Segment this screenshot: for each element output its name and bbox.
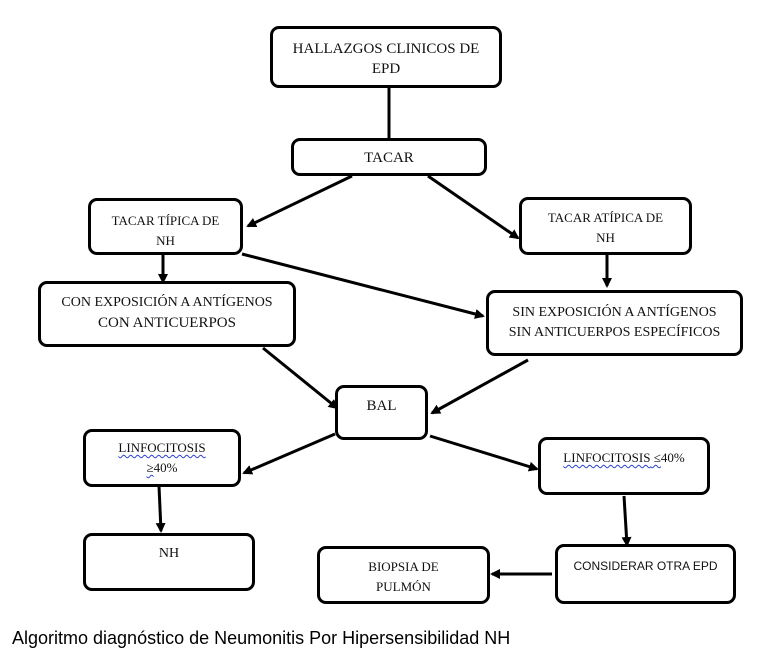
node-tacar-atipica: TACAR ATÍPICA DE NH bbox=[519, 197, 692, 255]
edge-tipica-sin-exp bbox=[241, 252, 485, 319]
edge-tacar-atipica bbox=[427, 174, 520, 240]
linfo-text: LINFOCITOSIS bbox=[563, 450, 651, 465]
percent-value: 40% bbox=[660, 450, 685, 465]
node-tacar: TACAR bbox=[291, 138, 487, 176]
node-label: NH bbox=[156, 233, 175, 248]
le-symbol: ≤ bbox=[650, 450, 661, 465]
node-label: NH bbox=[596, 230, 615, 245]
node-linfocitosis-le-40: LINFOCITOSIS ≤40% bbox=[538, 437, 710, 495]
percent-value: 40% bbox=[153, 460, 178, 475]
node-considerar-otra-epd: CONSIDERAR OTRA EPD bbox=[555, 544, 736, 604]
edge-con-exp-bal bbox=[262, 346, 339, 410]
node-label: HALLAZGOS CLINICOS DE bbox=[292, 41, 480, 57]
edge-bal-linfo-le bbox=[429, 434, 539, 472]
diagram-caption: Algoritmo diagnóstico de Neumonitis Por … bbox=[12, 628, 511, 648]
node-bal: BAL bbox=[335, 385, 428, 440]
node-label: NH bbox=[158, 546, 180, 561]
node-label: TACAR ATÍPICA DE bbox=[547, 210, 664, 225]
node-label: BIOPSIA DE bbox=[368, 559, 439, 574]
node-label: EPD bbox=[371, 61, 401, 77]
edge-bal-linfo-ge bbox=[242, 432, 336, 475]
node-linfocitosis-ge-40: LINFOCITOSIS ≥40% bbox=[83, 429, 241, 487]
node-label: LINFOCITOSIS ≤40% bbox=[541, 448, 707, 468]
edge-linfo-ge-nh bbox=[155, 485, 166, 533]
node-sin-exposicion: SIN EXPOSICIÓN A ANTÍGENOS SIN ANTICUERP… bbox=[486, 290, 743, 356]
node-nh: NH bbox=[83, 533, 255, 591]
node-label: TACAR bbox=[364, 150, 414, 166]
node-label: CONSIDERAR OTRA EPD bbox=[573, 559, 718, 573]
node-label: SIN EXPOSICIÓN A ANTÍGENOS bbox=[512, 305, 717, 320]
edge-tacar-tipica bbox=[246, 174, 353, 228]
node-tacar-tipica: TACAR TÍPICA DE NH bbox=[88, 198, 243, 255]
node-label: CON ANTICUERPOS bbox=[98, 315, 236, 331]
edge-sin-exp-bal bbox=[430, 358, 529, 415]
ge-symbol: ≥ bbox=[146, 460, 154, 475]
edge-linfo-le-otra bbox=[621, 495, 632, 547]
node-con-exposicion: CON EXPOSICIÓN A ANTÍGENOS CON ANTICUERP… bbox=[38, 281, 296, 347]
node-label: PULMÓN bbox=[376, 579, 431, 594]
node-label: ≥40% bbox=[86, 458, 238, 478]
node-hallazgos-clinicos: HALLAZGOS CLINICOS DE EPD bbox=[270, 26, 502, 88]
node-label: TACAR TÍPICA DE bbox=[111, 213, 220, 228]
node-label: BAL bbox=[366, 398, 397, 414]
node-label: SIN ANTICUERPOS ESPECÍFICOS bbox=[508, 325, 721, 340]
node-label: CON EXPOSICIÓN A ANTÍGENOS bbox=[61, 295, 273, 310]
node-label: LINFOCITOSIS bbox=[118, 440, 206, 455]
node-biopsia-pulmon: BIOPSIA DE PULMÓN bbox=[317, 546, 490, 604]
